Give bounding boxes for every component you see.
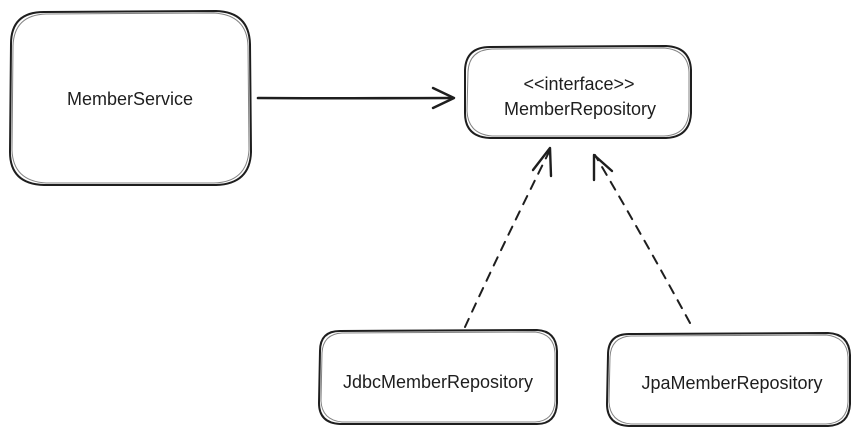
member-service-node[interactable]: MemberService — [8, 9, 253, 186]
jdbc-member-repository-label: JdbcMemberRepository — [343, 372, 533, 392]
member-repository-node[interactable]: <<interface>> MemberRepository — [464, 44, 692, 139]
jpa-member-repository-node[interactable]: JpaMemberRepository — [605, 331, 851, 427]
jdbc-member-repository-node[interactable]: JdbcMemberRepository — [317, 328, 558, 425]
member-service-label: MemberService — [67, 89, 193, 109]
jpa-implements-arrow — [592, 153, 691, 324]
jdbc-implements-arrow — [464, 146, 553, 328]
jpa-member-repository-label: JpaMemberRepository — [641, 373, 822, 393]
interface-stereotype-label: <<interface>> — [523, 74, 634, 94]
member-repository-label: MemberRepository — [504, 99, 656, 119]
association-arrow — [256, 86, 456, 110]
